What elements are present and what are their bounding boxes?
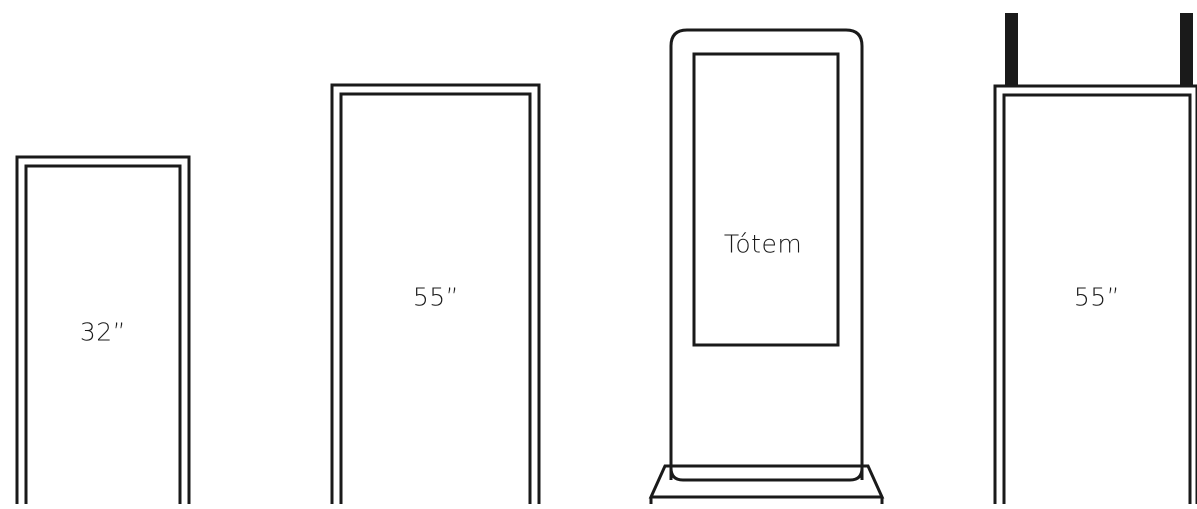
display-32-inch — [15, 155, 191, 509]
totem-label: Tótem — [723, 229, 803, 259]
display-32-label: 32” — [79, 317, 127, 347]
display-32-outer-frame — [15, 155, 191, 509]
display-55-hanging-inner-screen — [1002, 93, 1192, 509]
hanging-post-left — [1005, 13, 1018, 86]
totem-screen — [692, 52, 840, 347]
totem-kiosk — [648, 28, 885, 509]
display-55-hanging-outer-frame — [993, 84, 1197, 509]
display-55-wall-outer-frame — [330, 83, 541, 509]
display-55-inch-wall — [330, 83, 541, 509]
hanging-post-right — [1180, 13, 1193, 86]
totem-body-bottom — [669, 467, 864, 482]
display-55-inch-hanging — [993, 84, 1197, 509]
display-55-wall-inner-screen — [339, 92, 532, 509]
display-55-hanging-label: 55” — [1073, 282, 1121, 312]
totem-body — [669, 28, 864, 480]
display-32-inner-screen — [24, 164, 182, 509]
display-55-wall-label: 55” — [412, 282, 460, 312]
